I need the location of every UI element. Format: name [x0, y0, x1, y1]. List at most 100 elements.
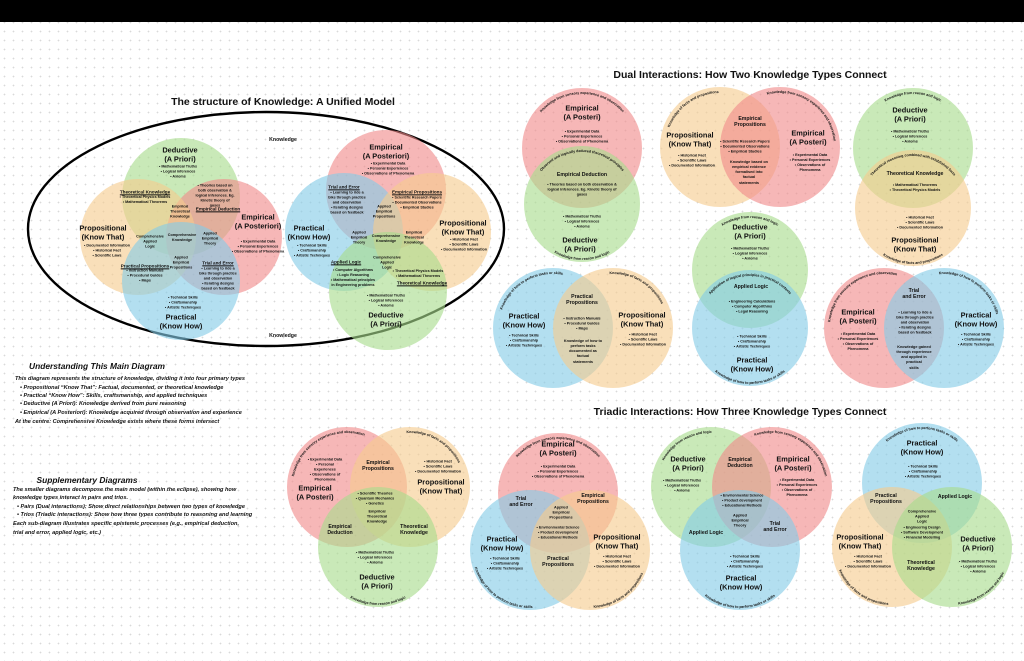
- triadic-t1-theoretical-knowledge: Theoretical Knowledge: [400, 524, 428, 536]
- list-item: Iterating designs based on feedback: [895, 325, 935, 335]
- list-item: Historical Fact: [669, 154, 715, 159]
- main-left-applied-empirical-theory: Applied Empirical Theory: [201, 231, 219, 246]
- list-item: Logical inferences: [563, 220, 601, 225]
- list-item: Technical Skills: [294, 244, 330, 249]
- list-item: Product development: [537, 531, 580, 536]
- list-item: Documented Observations: [720, 145, 770, 150]
- list-item: Mathematical Truths: [891, 130, 929, 135]
- list-item: Theoretical Physics Models: [120, 195, 170, 200]
- list-item: Empirical Studies: [392, 205, 442, 210]
- main-right-empirical-propositions-title: Empirical Propositions: [391, 189, 443, 195]
- list-item: Artistic Techniques: [958, 342, 994, 347]
- list-item: Computer Algorithms: [331, 268, 376, 273]
- list-item: Observations of Phenomena: [775, 488, 820, 498]
- dual-d4-propositional-title: Propositional (Know That): [618, 310, 666, 328]
- list-item: Axioms: [891, 139, 929, 144]
- list-item: Logical inferences: [367, 299, 405, 304]
- list-item: Iterating designs based on feedback: [327, 205, 367, 215]
- list-item: Theoretical Physics Models: [890, 188, 940, 193]
- triadic-t2-trial-and-error: Trial and Error: [509, 496, 533, 508]
- list-item: Logical inferences: [663, 484, 701, 489]
- main-left-practical-title: Practical (Know How): [159, 312, 203, 330]
- triadic-t2-propositional-title: Propositional (Know That): [593, 532, 641, 550]
- triadic-t1-empirical-propositions: Empirical Propositions: [362, 460, 394, 472]
- dual-d6-practical-title: Practical (Know How): [954, 310, 998, 328]
- triadic-t4-practical-propositions: Practical Propositions: [870, 493, 902, 505]
- dual-d5-practical-items: Technical SkillsCraftsmanshipArtistic Te…: [734, 335, 770, 350]
- dual-d1-empirical-items: Experimental DataPersonal ExperiencesObs…: [556, 130, 608, 145]
- list-item: Observations of Phenomena: [788, 163, 833, 173]
- dual-d5-deductive-title: Deductive (A Priori): [732, 222, 768, 240]
- list-item: Documented Information: [897, 225, 943, 230]
- main-left-empirical-deduction-title: Empirical Deduction: [195, 206, 241, 212]
- triadic-t4-theoretical-knowledge: Theoretical Knowledge: [907, 560, 935, 572]
- list-item: Axioms: [663, 488, 701, 493]
- list-item: Historical Fact: [594, 555, 640, 560]
- list-item: Mathematical Theorems: [120, 200, 171, 205]
- triadic-t2-practical-propositions: Practical Propositions: [542, 556, 574, 568]
- list-item: Mathematical Truths: [159, 165, 197, 170]
- main-left-comprehensive: Comprehensive Knowledge: [167, 232, 197, 242]
- list-item: Scientific Research Papers: [720, 140, 769, 145]
- triadic-t3-practical-items: Technical SkillsCraftsmanshipArtistic Te…: [727, 555, 763, 570]
- main-left-trial-and-error-items: Learning to ride a bike through practice…: [198, 267, 238, 292]
- dual-d3-propositional-title: Propositional (Know That): [891, 235, 939, 253]
- triadic-t3-empirical-title: Empirical (A Posteri): [774, 454, 812, 472]
- list-item: Personal Experiences: [775, 483, 820, 488]
- list-item: Learning to ride a bike through practice…: [198, 267, 238, 282]
- list-item: Learning to ride a bike through practice…: [895, 311, 935, 326]
- triadic-t2-empirical-title: Empirical (A Posteri): [539, 439, 577, 457]
- supplementary-intro: The smaller diagrams decompose the main …: [13, 487, 237, 493]
- list-item: Financial Modelling: [901, 535, 943, 540]
- main-right-empirical-theoretical: Empirical Theoretical Knowledge: [404, 230, 424, 245]
- list-item: Scientific Laws: [897, 221, 943, 226]
- triadic-t2-empirical-items: Experimental DataPersonal ExperiencesObs…: [532, 465, 584, 480]
- triadic-title: Triadic Interactions: How Three Knowledg…: [593, 405, 887, 418]
- main-right-empirical-propositions-items: Scientific Research PapersDocumented Obs…: [392, 196, 442, 211]
- dual-d5-applied-logic-title: Applied Logic: [733, 284, 769, 291]
- triadic-t3-trial-and-error: Trial and Error: [763, 521, 787, 533]
- list-item: Documented Information: [415, 469, 461, 474]
- understanding-bullet: Practical “Know How”: Skills, craftsmans…: [20, 393, 208, 399]
- main-left-deductive-items: Mathematical TruthsLogical inferencesAxi…: [159, 165, 197, 180]
- list-item: Craftsmanship: [734, 340, 770, 345]
- list-item: Genetics: [356, 501, 394, 506]
- list-item: Artistic Techniques: [734, 344, 770, 349]
- list-item: Instruction Manuals: [563, 317, 601, 322]
- dual-d1-deductive-items: Mathematical TruthsLogical inferencesAxi…: [563, 215, 601, 230]
- list-item: Mathematical Truths: [959, 560, 997, 565]
- triadic-t1-propositional-items: Historical FactScientific LawsDocumented…: [415, 460, 461, 475]
- understanding-outro: At the centre: Comprehensive Knowledge e…: [15, 419, 220, 425]
- list-item: Scientific Theories: [356, 492, 394, 497]
- list-item: Logic Reasoning: [331, 273, 376, 278]
- list-item: Logical inferences: [731, 252, 769, 257]
- list-item: Artistic Techniques: [506, 343, 542, 348]
- list-item: Observations of Phenomena: [362, 171, 414, 176]
- triadic-t1-empirical-deduction: Empirical Deduction: [327, 524, 353, 536]
- deductive-circle: [524, 146, 640, 262]
- list-item: Maps: [563, 326, 600, 331]
- triadic-t2-center-items: Environmental ScienceProduct development…: [537, 526, 580, 541]
- list-item: Scientific Research Papers: [392, 196, 441, 201]
- triadic-t2-applied-empirical-propositions: Applied Empirical Propositions: [549, 505, 573, 520]
- dual-d6-trial-and-error-title: Trial and Error: [902, 288, 926, 300]
- dual-d4-propositional-items: Historical FactScientific LawsDocumented…: [620, 333, 666, 348]
- list-item: Environmental Science: [721, 494, 764, 499]
- triadic-t1-empirical-theoretical: Empirical Theoretical Knowledge: [366, 509, 388, 524]
- list-item: Craftsmanship: [294, 249, 330, 254]
- main-left-theoretical-knowledge-title: Theoretical Knowledge: [119, 189, 171, 195]
- list-item: Procedural Guides: [126, 274, 163, 279]
- main-left-propositional-title: Propositional (Know That): [79, 223, 127, 241]
- dual-d2-empirical-propositions-description: Knowledge based on empirical evidence fo…: [730, 160, 768, 185]
- main-left-empirical-items: Experimental DataPersonal ExperiencesObs…: [232, 240, 284, 255]
- dual-d4-practical-title: Practical (Know How): [502, 311, 546, 329]
- list-item: Documented Information: [84, 244, 130, 249]
- main-right-deductive-title: Deductive (A Priori): [368, 310, 404, 328]
- dual-d2-propositional-items: Historical FactScientific LawsDocumented…: [669, 154, 715, 169]
- triadic-t3-deductive-title: Deductive (A Priori): [670, 454, 706, 472]
- knowledge-label-bottom: Knowledge: [269, 333, 297, 340]
- list-item: Engineering Design: [901, 526, 943, 531]
- main-right-empirical-items: Experimental DataPersonal ExperiencesObs…: [362, 162, 414, 177]
- list-item: Historical Fact: [84, 249, 130, 254]
- list-item: Scientific Laws: [84, 253, 130, 258]
